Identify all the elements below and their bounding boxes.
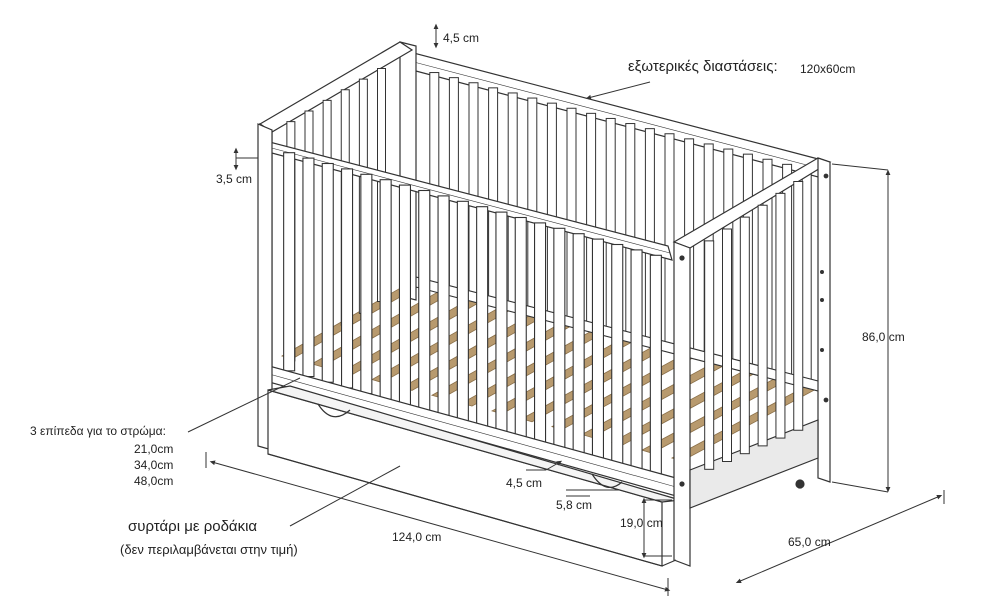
slat-width-label: 4,5 cm: [506, 476, 543, 490]
footboard-spindle: [757, 204, 768, 447]
height-label: 86,0 cm: [862, 330, 905, 344]
front-spindle: [514, 216, 527, 440]
outer-dimensions-title: εξωτερικές διαστάσεις:: [628, 58, 778, 75]
mattress-level-2: 34,0cm: [134, 458, 174, 472]
front-spindle: [283, 152, 296, 372]
right-footboard-spindles: [704, 181, 804, 470]
footboard-spindle: [739, 216, 750, 455]
drawer-note: (δεν περιλαμβάνεται στην τιμή): [120, 542, 298, 557]
drawer-height-label: 19,0 cm: [620, 516, 663, 530]
back-spindle: [801, 168, 812, 386]
footboard-spindle: [704, 240, 715, 470]
front-spindle: [321, 162, 334, 383]
front-spindle: [553, 227, 566, 452]
front-spindle: [533, 222, 547, 446]
footboard-spindle: [722, 228, 732, 462]
front-spindle: [379, 179, 392, 400]
mattress-level-1: 21,0cm: [134, 442, 174, 456]
front-spindle: [340, 168, 354, 389]
depth-label: 65,0 cm: [788, 535, 831, 549]
front-spindle: [360, 173, 373, 395]
back-spindle: [664, 133, 675, 349]
footboard-spindle: [793, 181, 804, 431]
drawer-bottom-edge: [267, 453, 677, 567]
front-spindle: [572, 233, 585, 457]
mattress-level-3: 48,0cm: [134, 474, 174, 488]
front-spindle: [476, 206, 489, 429]
footboard-spindle: [775, 192, 786, 439]
front-spindle: [398, 184, 412, 406]
back-spindle: [429, 72, 440, 286]
front-spindle: [437, 195, 450, 417]
top-rail-thickness-label: 4,5 cm: [443, 31, 480, 45]
length-label: 124,0 cm: [392, 530, 442, 544]
drawer-title: συρτάρι με ροδάκια: [128, 518, 258, 535]
mattress-levels-title: 3 επίπεδα για το στρώμα:: [30, 424, 166, 438]
front-spindle: [456, 200, 469, 423]
front-spindle: [302, 157, 315, 378]
front-spindle: [630, 249, 643, 474]
front-spindle: [495, 211, 508, 435]
front-spindle: [611, 243, 624, 469]
side-rail-thickness-label: 3,5 cm: [216, 172, 253, 186]
front-spindle: [418, 189, 431, 412]
right-footboard: [672, 157, 832, 567]
dimension-lines: [187, 23, 945, 596]
front-spindle: [591, 238, 605, 463]
slat-gap-label: 5,8 cm: [556, 498, 593, 512]
outer-dimensions-value: 120x60cm: [800, 62, 856, 76]
front-spindle: [649, 254, 662, 480]
